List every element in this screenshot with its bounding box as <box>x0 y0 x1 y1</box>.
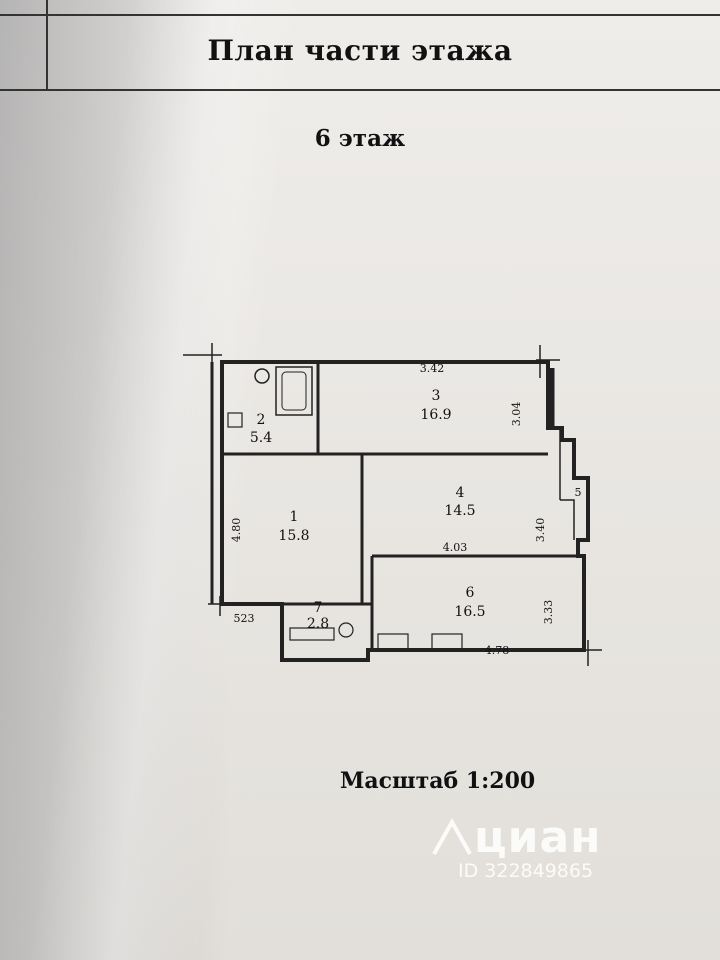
sink <box>227 412 243 428</box>
dimension-room1-height: 4.80 <box>230 518 243 543</box>
page-title: План части этажа <box>207 34 513 67</box>
room-6-area: 16.5 <box>454 604 485 620</box>
room-7-area: 2.8 <box>307 616 329 632</box>
balcony-frame-top <box>548 427 561 500</box>
kitchen-sink <box>431 633 463 651</box>
watermark-brand: циан <box>474 812 602 863</box>
room-6-number: 6 <box>466 585 475 601</box>
room-2-area: 5.4 <box>250 430 272 446</box>
toilet <box>254 368 270 384</box>
header-rule-left <box>46 0 48 89</box>
kitchen-stove <box>377 633 409 651</box>
room-3-number: 3 <box>432 388 441 404</box>
header-rule-top <box>0 14 720 16</box>
room-1-number: 1 <box>290 509 299 525</box>
dimension-room3-width: 3.42 <box>420 362 445 375</box>
balcony-frame-bottom <box>560 499 575 540</box>
room-7-number: 7 <box>314 600 323 616</box>
dimension-room6-width: 4.78 <box>485 644 510 657</box>
dimension-room6-height: 3.33 <box>542 600 555 625</box>
watermark-id: ID 322849865 <box>458 860 594 882</box>
shelf <box>289 627 335 641</box>
outer-wall <box>220 360 590 662</box>
dimension-room4-width: 4.03 <box>443 541 468 554</box>
cian-logo-icon <box>432 818 472 855</box>
paper-shadow <box>0 0 230 960</box>
room-4-number: 4 <box>456 485 465 501</box>
room-3-area: 16.9 <box>420 407 451 423</box>
toilet-room7 <box>338 622 354 638</box>
dimension-corner: 523 <box>234 612 255 625</box>
corner-mark-top-left <box>183 343 222 365</box>
dimension-balcony: 5 <box>575 486 582 499</box>
room-2-number: 2 <box>257 412 266 428</box>
dimension-room4-height: 3.40 <box>534 518 547 543</box>
bathtub <box>275 366 313 416</box>
bathtub-inner <box>281 371 307 411</box>
header-rule-bottom <box>0 89 720 91</box>
scale-label: Масштаб 1:200 <box>340 768 536 794</box>
dimension-room3-height: 3.04 <box>510 402 523 427</box>
floor-label: 6 этаж <box>314 125 406 152</box>
room-4-area: 14.5 <box>444 503 475 519</box>
room-1-area: 15.8 <box>278 528 309 544</box>
